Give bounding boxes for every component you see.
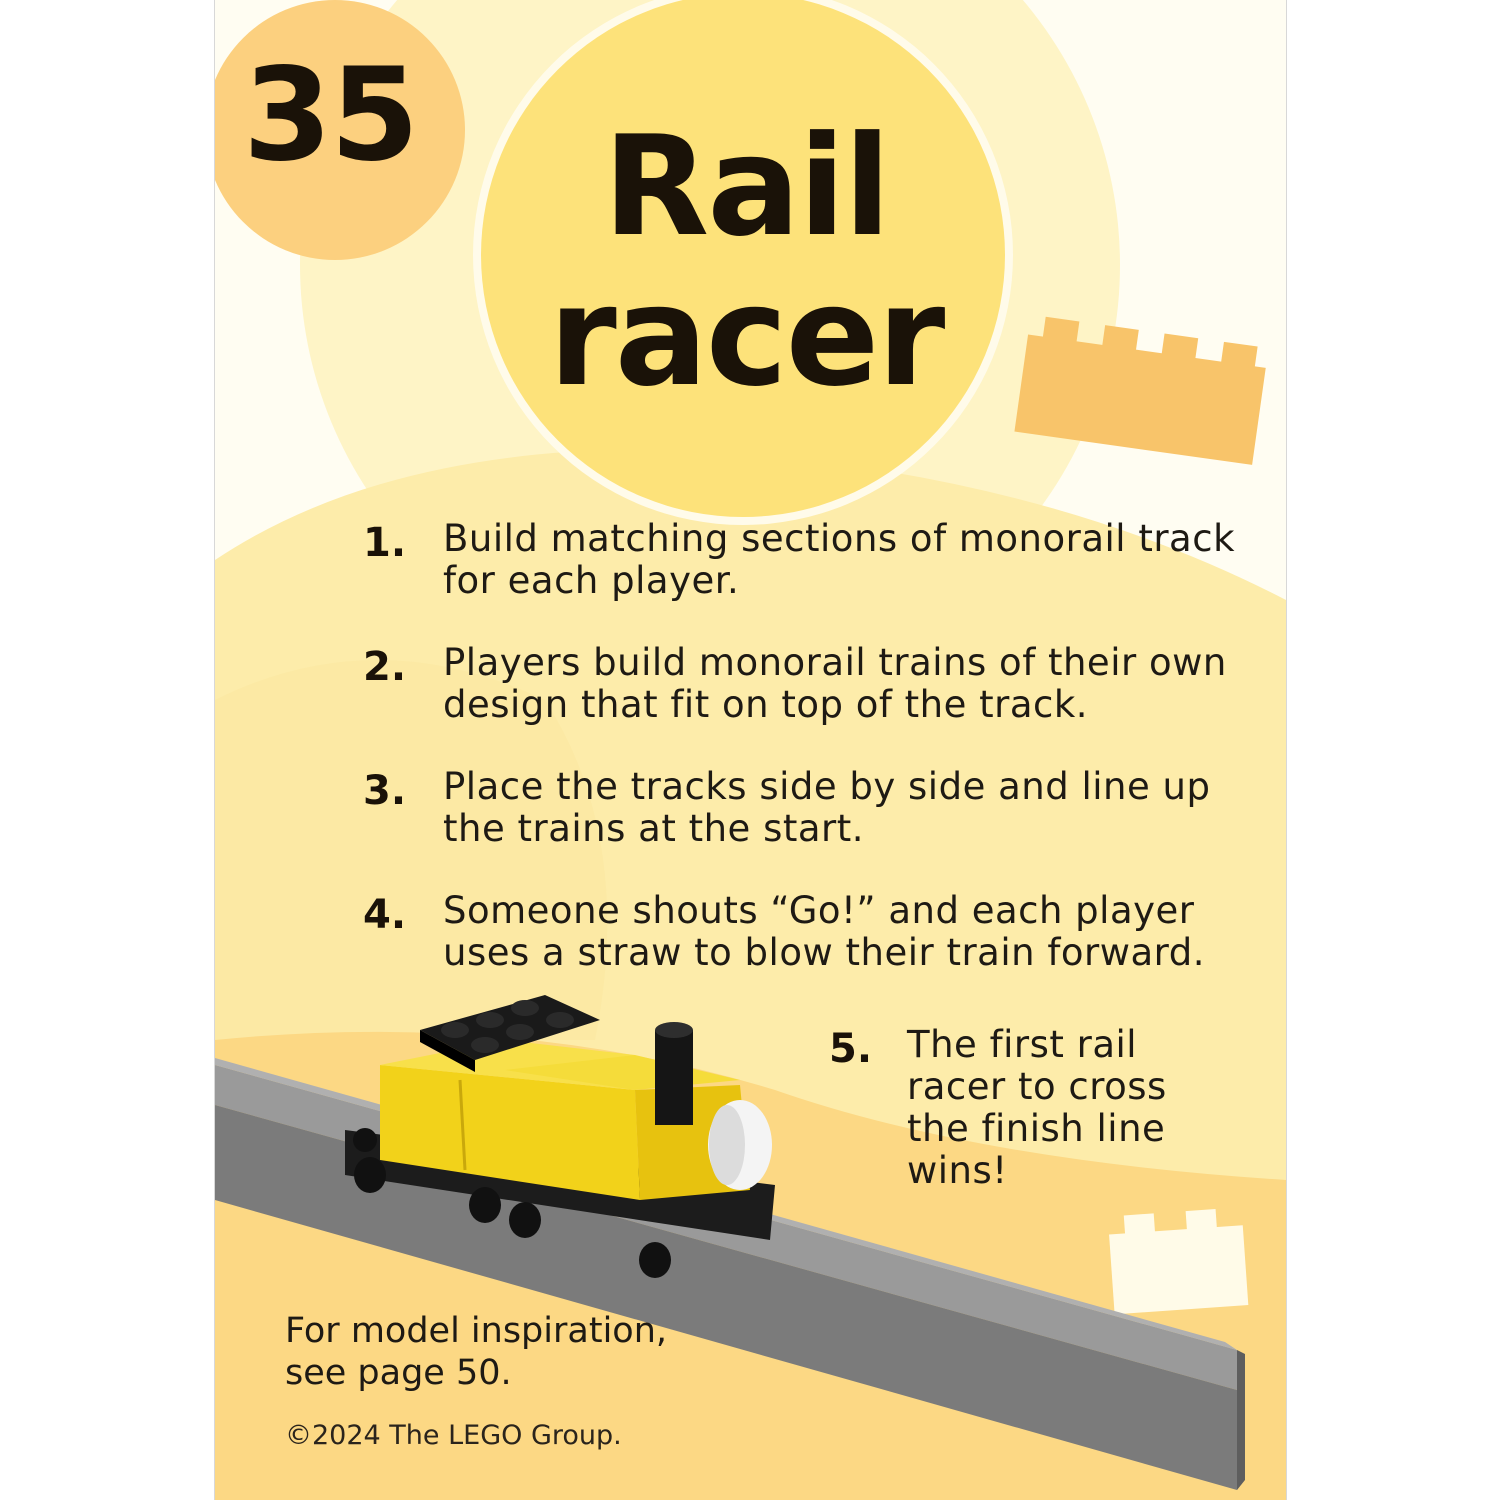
steps-list: 1. Build matching sections of monorail t…	[363, 518, 1243, 1014]
lego-train-illustration	[215, 995, 1245, 1490]
step-number: 1.	[363, 520, 407, 566]
game-card: 35 Rail racer 1. Build matching sections…	[214, 0, 1287, 1500]
step-text: Build matching sections of monorail trac…	[443, 517, 1235, 602]
white-brick-icon	[1109, 1209, 1249, 1315]
card-title-line1: Rail	[603, 106, 891, 267]
step-number: 2.	[363, 644, 407, 690]
step-text: Someone shouts “Go!” and each player use…	[443, 889, 1205, 974]
inspiration-note: For model inspiration, see page 50.	[285, 1311, 668, 1393]
step-number: 4.	[363, 892, 407, 938]
number-badge	[215, 0, 465, 260]
step-number: 3.	[363, 768, 407, 814]
step-3: 3. Place the tracks side by side and lin…	[363, 766, 1243, 850]
card-number: 35	[243, 41, 419, 190]
title-circle	[481, 0, 1005, 517]
card-title-line2: racer	[548, 256, 946, 417]
step-text: Place the tracks side by side and line u…	[443, 765, 1211, 850]
step-4: 4. Someone shouts “Go!” and each player …	[363, 890, 1243, 974]
step-5: 5. The first rail racer to cross the fin…	[829, 1024, 1229, 1192]
copyright-notice: ©2024 The LEGO Group.	[285, 1420, 622, 1451]
step-2: 2. Players build monorail trains of thei…	[363, 642, 1243, 726]
step-number: 5.	[829, 1026, 873, 1072]
step-text: Players build monorail trains of their o…	[443, 641, 1227, 726]
orange-brick-icon	[1014, 316, 1266, 465]
step-1: 1. Build matching sections of monorail t…	[363, 518, 1243, 602]
step-text: The first rail racer to cross the finish…	[907, 1023, 1167, 1192]
